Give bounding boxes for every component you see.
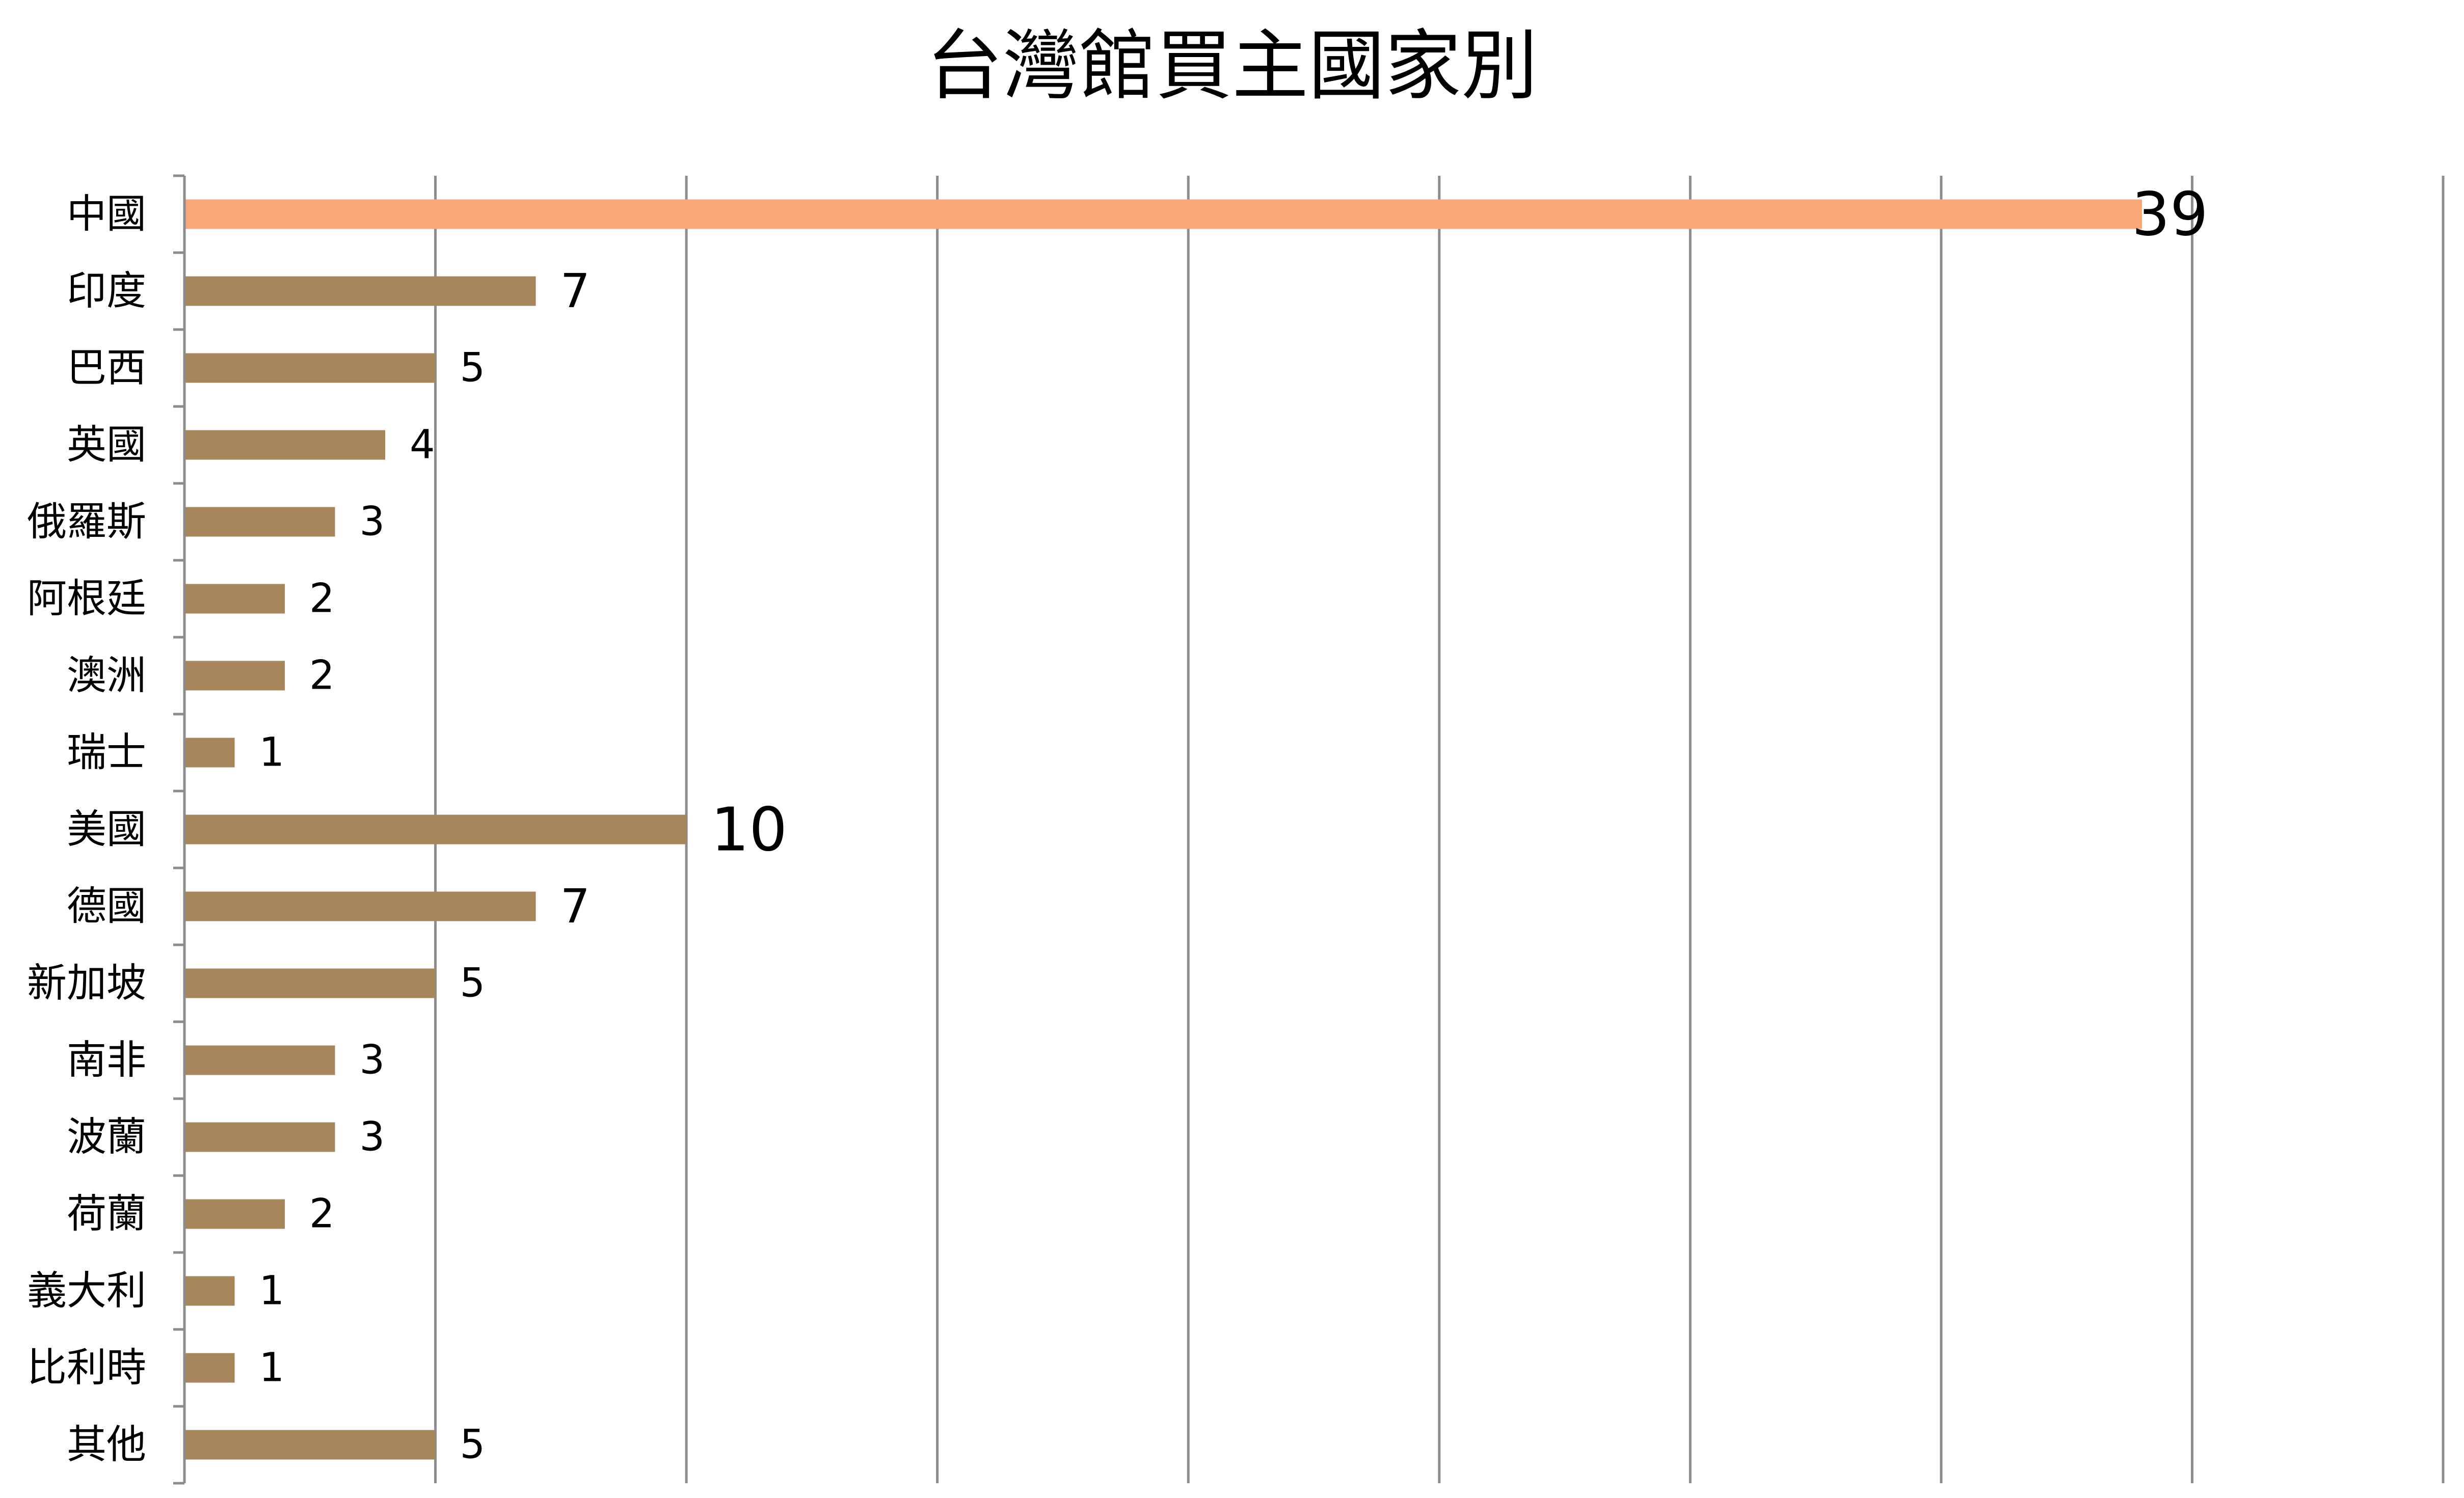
category-label: 義大利 xyxy=(27,1268,146,1314)
bar xyxy=(184,1353,235,1383)
data-label: 10 xyxy=(711,795,787,865)
bar xyxy=(184,661,285,691)
category-label: 德國 xyxy=(67,884,146,930)
category-label: 中國 xyxy=(67,192,146,237)
bars xyxy=(184,199,2142,1460)
bar xyxy=(184,1430,436,1460)
data-label: 3 xyxy=(360,499,385,545)
data-label: 4 xyxy=(410,422,435,468)
category-label: 南非 xyxy=(67,1038,146,1083)
category-label: 澳洲 xyxy=(67,653,146,699)
data-label: 5 xyxy=(460,961,486,1006)
category-label: 阿根廷 xyxy=(27,576,146,622)
chart-title: 台灣館買主國家別 xyxy=(926,22,1538,111)
bar xyxy=(184,430,386,460)
bar xyxy=(184,199,2142,229)
category-label: 俄羅斯 xyxy=(27,499,146,545)
category-label: 波蘭 xyxy=(67,1114,146,1160)
category-label: 美國 xyxy=(67,807,146,853)
data-label: 5 xyxy=(460,345,486,391)
data-label: 5 xyxy=(460,1422,486,1468)
bar xyxy=(184,1199,285,1229)
data-label: 7 xyxy=(560,264,591,318)
bar xyxy=(184,1276,235,1306)
data-label: 3 xyxy=(360,1114,385,1160)
data-label: 3 xyxy=(360,1038,385,1083)
bar xyxy=(184,353,436,383)
category-axis xyxy=(173,174,186,1485)
bar xyxy=(184,738,235,768)
data-label: 7 xyxy=(560,879,591,934)
category-label: 其他 xyxy=(67,1422,146,1468)
data-label: 39 xyxy=(2132,179,2208,250)
data-label: 1 xyxy=(259,1345,285,1391)
bar xyxy=(184,814,687,845)
category-label: 新加坡 xyxy=(27,961,146,1006)
category-label: 英國 xyxy=(67,422,146,468)
bar xyxy=(184,584,285,614)
category-label: 荷蘭 xyxy=(67,1191,146,1237)
category-label: 巴西 xyxy=(67,345,146,391)
data-label: 1 xyxy=(259,730,285,776)
data-label: 2 xyxy=(309,576,335,622)
bar xyxy=(184,1045,335,1075)
category-label: 印度 xyxy=(67,268,146,314)
bar xyxy=(184,507,335,537)
data-label: 1 xyxy=(259,1268,285,1314)
data-label: 2 xyxy=(309,653,335,699)
bar xyxy=(184,891,536,921)
bar xyxy=(184,968,436,998)
bar xyxy=(184,1122,335,1152)
data-label: 2 xyxy=(309,1191,335,1237)
category-label: 瑞士 xyxy=(67,730,146,776)
category-label: 比利時 xyxy=(27,1345,146,1391)
bar xyxy=(184,276,536,306)
